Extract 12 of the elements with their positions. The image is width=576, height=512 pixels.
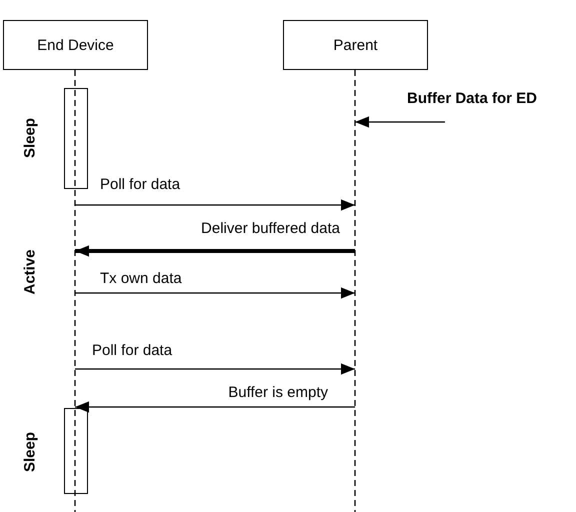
message-arrow (75, 401, 355, 413)
state-label: Active (22, 249, 38, 295)
message-arrow (75, 363, 355, 375)
message-arrow (75, 287, 355, 299)
message-label: Buffer is empty (226, 384, 330, 402)
participant-box: End Device (3, 20, 148, 70)
message-arrow (75, 199, 355, 211)
message-arrow (355, 116, 445, 128)
participant-box: Parent (283, 20, 428, 70)
state-label: Sleep (22, 118, 38, 158)
state-label: Sleep (22, 432, 38, 472)
message-arrow (75, 245, 355, 257)
